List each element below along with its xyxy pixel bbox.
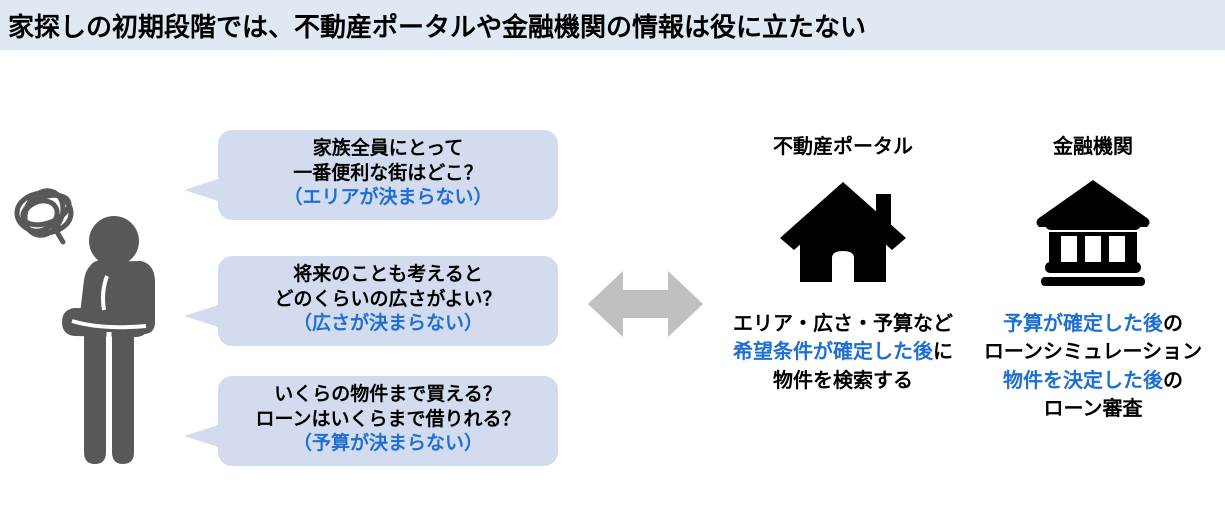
bank-icon-wrap xyxy=(963,169,1223,294)
column-financial-institution: 金融機関 予算が確定した後の ローンシミュレーション 物件を決定した後の ローン… xyxy=(963,130,1223,424)
column-body-bank: 予算が確定した後の ローンシミュレーション 物件を決定した後の ローン審査 xyxy=(963,310,1223,424)
bubble-tail xyxy=(184,305,218,327)
bank-line-1-black: の xyxy=(1163,313,1183,335)
bank-icon xyxy=(1036,179,1150,286)
bank-line-3-blue: 物件を決定した後 xyxy=(1003,369,1163,392)
bubble-line-1: 家族全員にとって xyxy=(312,138,464,159)
title-banner: 家探しの初期段階では、不動産ポータルや金融機関の情報は役に立たない xyxy=(0,0,1225,50)
house-icon xyxy=(780,181,906,282)
bubble-line-1: 将来のことも考えると xyxy=(293,264,483,285)
column-header-portal: 不動産ポータル xyxy=(773,136,913,158)
bubble-line-3: （広さが決まらない） xyxy=(292,313,483,335)
speech-bubble-size: 将来のことも考えると どのくらいの広さがよい？ （広さが決まらない） xyxy=(184,256,558,347)
bubble-tail xyxy=(184,425,218,447)
thinking-person-figure xyxy=(8,180,198,490)
double-headed-arrow-icon xyxy=(588,271,703,337)
speech-bubble-budget: いくらの物件まで買える？ ローンはいくらまで借りれる？ （予算が決まらない） xyxy=(184,376,558,467)
bank-line-1-blue: 予算が確定した後 xyxy=(1003,313,1163,335)
bank-line-3: 物件を決定した後の xyxy=(963,367,1223,395)
bubble-line-2: ローンはいくらまで借りれる？ xyxy=(255,408,521,430)
house-icon-wrap xyxy=(713,169,973,294)
portal-line-2-black: に xyxy=(933,341,953,364)
bubble-line-2: どのくらいの広さがよい？ xyxy=(274,288,502,310)
bank-line-4: ローン審査 xyxy=(1043,398,1143,421)
confusion-scribble-icon xyxy=(14,188,74,245)
bubble-line-1: いくらの物件まで買える？ xyxy=(274,384,502,405)
bubble-line-3: （予算が決まらない） xyxy=(292,433,483,455)
bank-line-1: 予算が確定した後の xyxy=(963,310,1223,338)
bubble-line-3: （エリアが決まらない） xyxy=(283,187,493,209)
portal-line-1: エリア・広さ・予算など xyxy=(733,313,953,335)
thinking-person-icon xyxy=(14,188,155,464)
column-body-portal: エリア・広さ・予算など 希望条件が確定した後に 物件を検索する xyxy=(713,310,973,395)
portal-line-2-blue: 希望条件が確定した後 xyxy=(733,341,933,364)
bubble-tail xyxy=(184,179,218,201)
page-title: 家探しの初期段階では、不動産ポータルや金融機関の情報は役に立たない xyxy=(8,11,867,42)
speech-bubble-area: 家族全員にとって 一番便利な街はどこ？ （エリアが決まらない） xyxy=(184,130,558,221)
double-headed-arrow xyxy=(588,269,703,339)
bubble-line-2: 一番便利な街はどこ？ xyxy=(293,162,483,184)
column-header-bank: 金融機関 xyxy=(1053,136,1133,158)
bank-line-3-black: の xyxy=(1163,369,1183,392)
portal-line-2: 希望条件が確定した後に xyxy=(713,338,973,366)
column-real-estate-portal: 不動産ポータル エリア・広さ・予算など 希望条件が確定した後に 物件を検索する xyxy=(713,130,973,395)
bank-line-2: ローンシミュレーション xyxy=(983,341,1203,364)
portal-line-3: 物件を検索する xyxy=(773,369,913,392)
